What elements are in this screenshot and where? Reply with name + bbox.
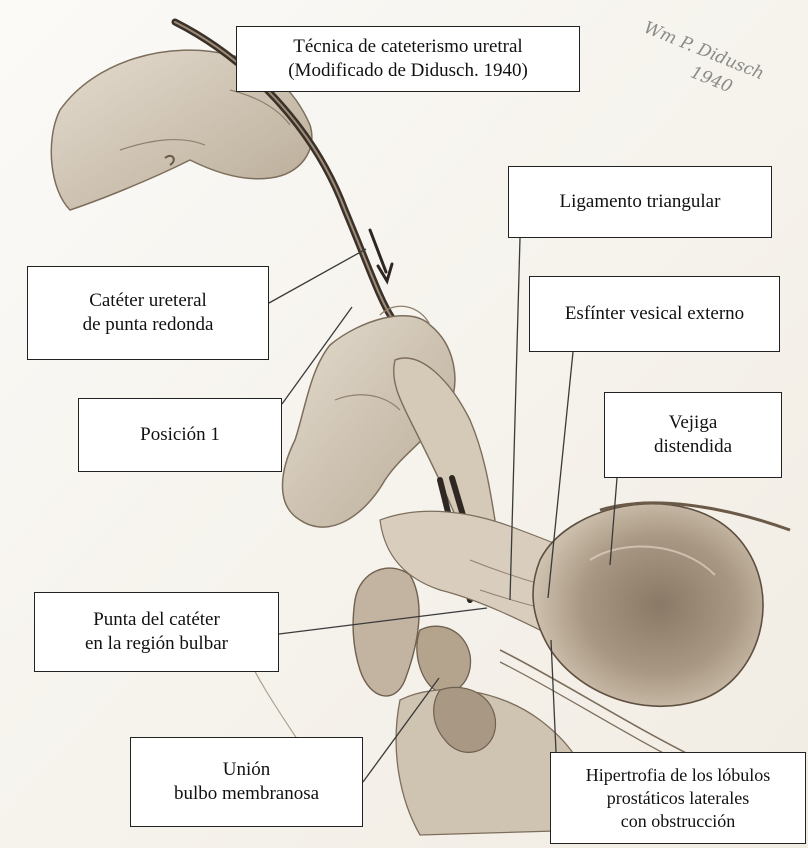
ligamento-text: Ligamento triangular <box>560 190 721 214</box>
cateter-line-2: de punta redonda <box>83 313 214 337</box>
posicion-text: Posición 1 <box>140 423 220 447</box>
vejiga-line-1: Vejiga <box>669 411 718 435</box>
punta-label: Punta del catéter en la región bulbar <box>34 592 279 672</box>
hipertrofia-label: Hipertrofia de los lóbulos prostáticos l… <box>550 752 806 844</box>
esfinter-label: Esfínter vesical externo <box>529 276 780 352</box>
hiper-line-2: prostáticos laterales <box>607 787 749 810</box>
esfinter-text: Esfínter vesical externo <box>565 302 744 326</box>
posicion-label: Posición 1 <box>78 398 282 472</box>
cateter-line-1: Catéter ureteral <box>89 289 207 313</box>
vejiga-label: Vejiga distendida <box>604 392 782 478</box>
union-line-2: bulbo membranosa <box>174 782 319 806</box>
title-line-1: Técnica de cateterismo uretral <box>293 35 522 59</box>
cateter-label: Catéter ureteral de punta redonda <box>27 266 269 360</box>
title-line-2: (Modificado de Didusch. 1940) <box>288 59 528 83</box>
punta-line-1: Punta del catéter <box>93 608 220 632</box>
punta-line-2: en la región bulbar <box>85 632 228 656</box>
union-line-1: Unión <box>223 758 271 782</box>
hiper-line-3: con obstrucción <box>621 810 735 833</box>
title-label: Técnica de cateterismo uretral (Modifica… <box>236 26 580 92</box>
union-label: Unión bulbo membranosa <box>130 737 363 827</box>
hiper-line-1: Hipertrofia de los lóbulos <box>586 764 770 787</box>
vejiga-line-2: distendida <box>654 435 732 459</box>
ligamento-label: Ligamento triangular <box>508 166 772 238</box>
